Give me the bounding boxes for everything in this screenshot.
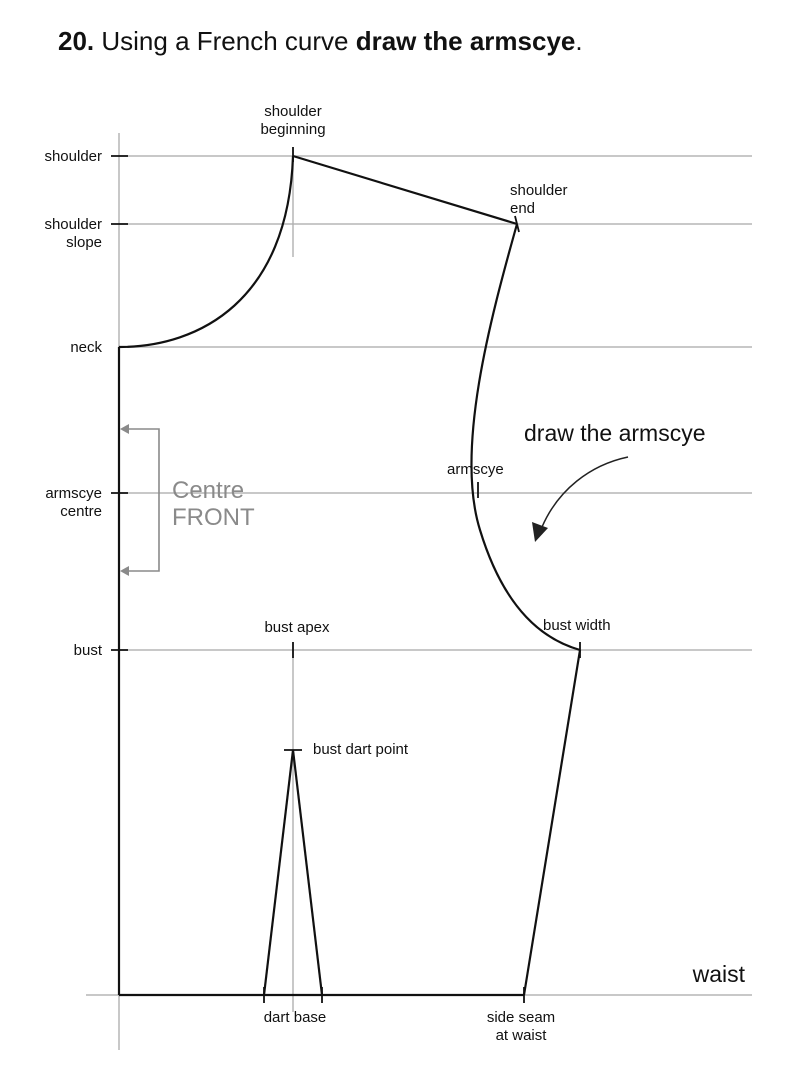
label-neck: neck — [70, 339, 102, 356]
centre-front-bracket — [120, 424, 160, 576]
dart-leg-left — [262, 749, 295, 996]
step-number: 20. — [58, 26, 95, 56]
label-bust: bust — [74, 642, 103, 659]
bracket-line — [128, 428, 160, 572]
armscye-curve — [470, 223, 581, 652]
label-armscye-centre-line2: centre — [60, 503, 102, 520]
label-shoulder-end-line2: end — [510, 200, 535, 217]
label-dart-base: dart base — [264, 1009, 327, 1026]
instruction-arrow-head — [532, 522, 548, 542]
label-armscye-centre-line1: armscye — [45, 485, 102, 502]
label-shoulder-beginning-line1: shoulder — [264, 103, 322, 120]
label-bust-apex: bust apex — [264, 619, 330, 636]
centre-front-label-line2: FRONT — [172, 504, 255, 531]
instruction-arrow — [541, 456, 629, 528]
heading-bold-text: draw the armscye — [355, 26, 576, 56]
label-shoulder-slope-line2: slope — [66, 234, 102, 251]
heading-period: . — [575, 26, 583, 56]
label-waist: waist — [692, 961, 746, 987]
label-armscye: armscye — [447, 461, 504, 478]
label-shoulder-end-line1: shoulder — [510, 182, 568, 199]
instruction-heading: 20. Using a French curve draw the armscy… — [58, 26, 583, 57]
label-bust-dart-point: bust dart point — [313, 741, 409, 758]
centre-front-label-line1: Centre — [172, 477, 244, 504]
label-shoulder-beginning-line2: beginning — [260, 121, 325, 138]
label-shoulder-slope-line1: shoulder — [44, 216, 102, 233]
label-bust-width: bust width — [543, 617, 611, 634]
shoulder-seam-line — [292, 154, 518, 226]
side-seam-line — [522, 649, 582, 996]
neckline-curve — [118, 155, 295, 349]
label-shoulder: shoulder — [44, 148, 102, 165]
label-side-seam-line1: side seam — [487, 1009, 555, 1026]
bracket-arrow-top — [120, 424, 129, 434]
label-side-seam-line2: at waist — [496, 1027, 548, 1044]
dart-leg-right — [291, 749, 324, 996]
instruction-annotation: draw the armscye — [524, 420, 706, 446]
shoulder-end-mark — [514, 215, 520, 233]
bracket-arrow-bottom — [120, 566, 129, 576]
heading-plain-text: Using a French curve — [94, 26, 356, 56]
